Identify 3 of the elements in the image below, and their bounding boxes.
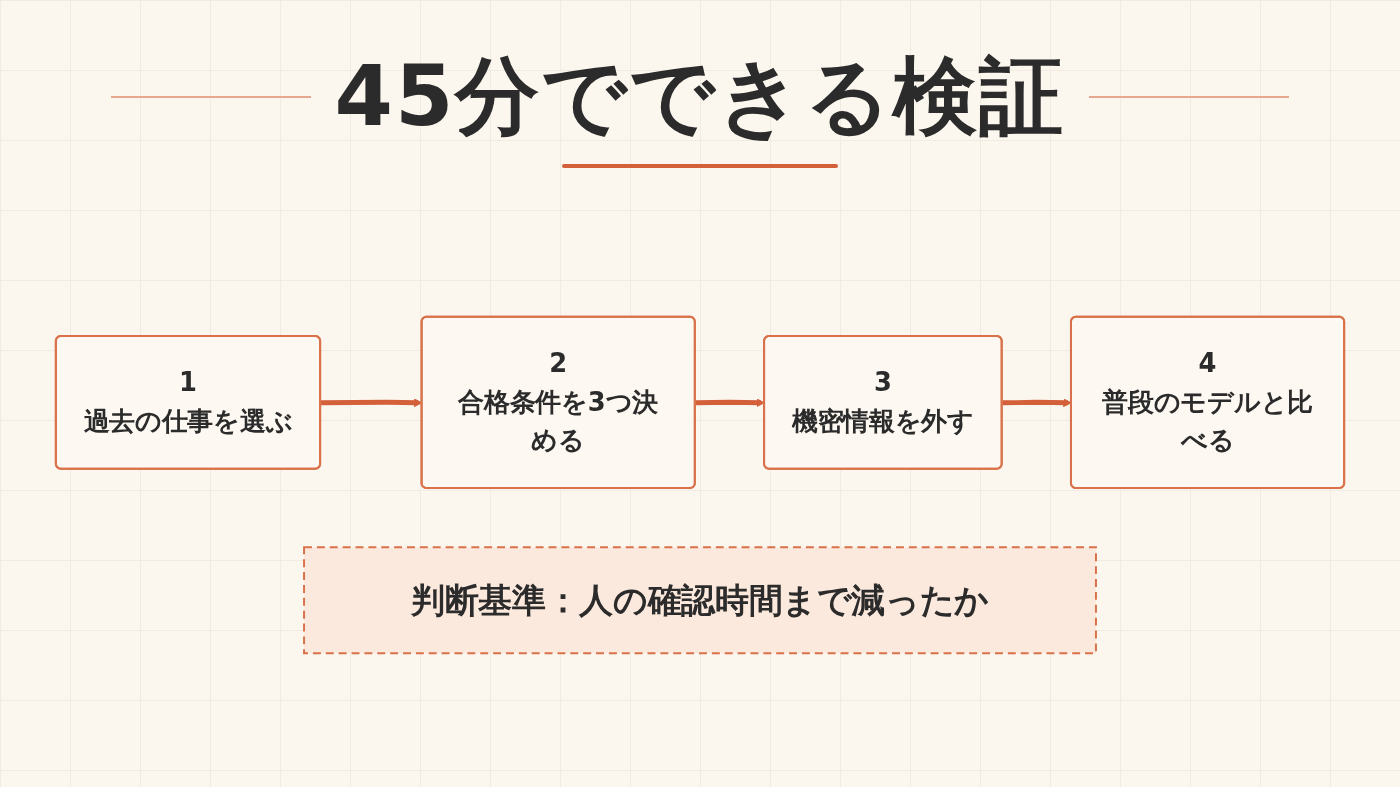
- node-box: 判断基準：人の確認時間まで減ったか: [303, 546, 1097, 655]
- arrow: [695, 398, 765, 408]
- title: 45分でできる検証: [334, 46, 1066, 147]
